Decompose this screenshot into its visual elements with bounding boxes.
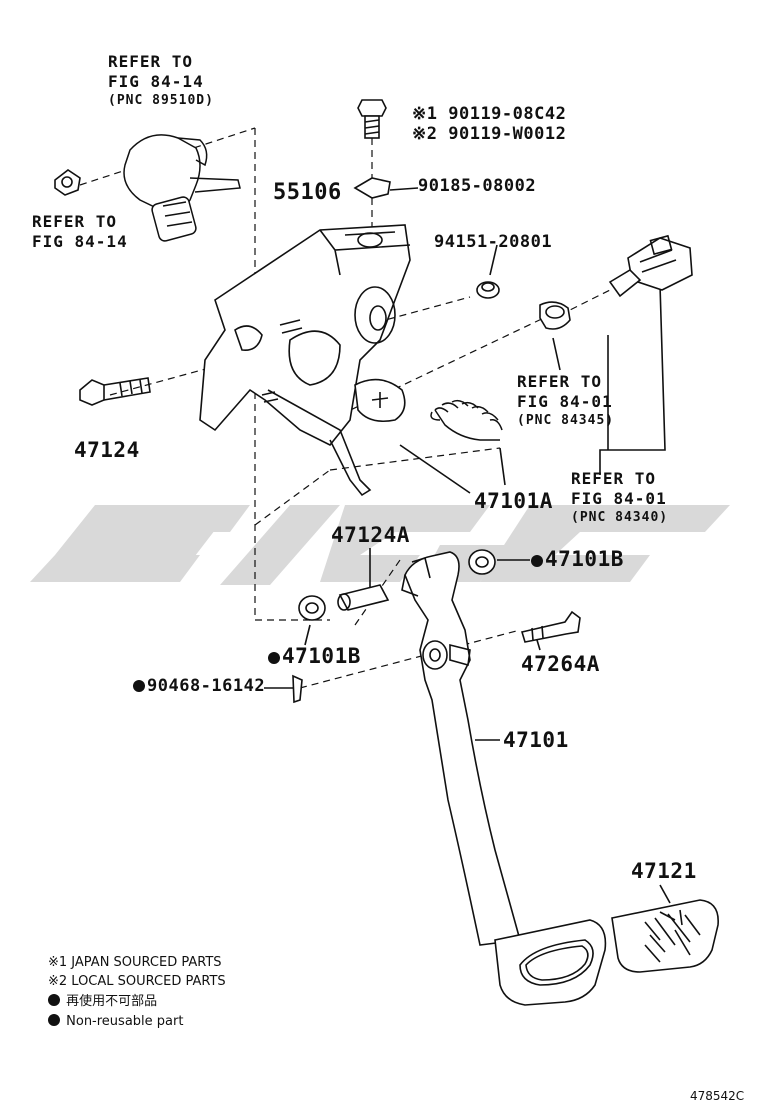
legend-local-sourced: ※2 LOCAL SOURCED PARTS <box>48 974 226 989</box>
legend: ※1 JAPAN SOURCED PARTS ※2 LOCAL SOURCED … <box>48 956 226 1028</box>
part-label-47101[interactable]: 47101 <box>503 728 569 752</box>
mark-2: ※2 <box>412 124 438 144</box>
part-label-47124[interactable]: 47124 <box>74 438 140 462</box>
part-label-47101b-left[interactable]: 47101B <box>268 646 361 667</box>
ref-text-line1: REFER TO <box>517 372 603 391</box>
ref-text-line1: REFER TO <box>32 212 118 231</box>
part-label-55106[interactable]: 55106 <box>273 180 342 205</box>
part-number: 47101B <box>545 547 624 571</box>
part-label-90119-jp[interactable]: ※1 90119-08C42 <box>412 106 566 123</box>
part-label-90468[interactable]: 90468-16142 <box>133 678 265 695</box>
legend-text: Non-reusable part <box>66 1014 184 1029</box>
ref-text-line1: REFER TO <box>571 469 657 488</box>
part-number: 90119-08C42 <box>448 104 567 124</box>
non-reusable-dot <box>268 652 280 664</box>
ref-fig-84-01-label: REFER TO FIG 84-01 (PNC 84345) <box>517 372 615 428</box>
legend-non-reusable-en: Non-reusable part <box>48 1014 226 1028</box>
legend-dot-icon <box>48 1014 60 1026</box>
line-work <box>54 99 719 1006</box>
part-label-90185[interactable]: 90185-08002 <box>418 176 537 196</box>
ref-text-line2: FIG 84-14 <box>108 72 204 91</box>
part-label-47121[interactable]: 47121 <box>631 859 697 883</box>
legend-japan-sourced: ※1 JAPAN SOURCED PARTS <box>48 955 222 970</box>
ref-text-line2: FIG 84-01 <box>571 489 667 508</box>
legend-dot-icon <box>48 994 60 1006</box>
ref-text-line2: FIG 84-01 <box>517 392 613 411</box>
ref-pnc: (PNC 84340) <box>571 510 669 525</box>
ref-fig-84-01-label-2: REFER TO FIG 84-01 (PNC 84340) <box>571 469 669 525</box>
legend-non-reusable-jp: 再使用不可部品 <box>48 994 226 1008</box>
part-number: 90468-16142 <box>147 676 266 696</box>
part-label-47264a[interactable]: 47264A <box>521 652 600 676</box>
part-label-47124a[interactable]: 47124A <box>331 523 410 547</box>
ref-text-line2: FIG 84-14 <box>32 232 128 251</box>
part-number: 90119-W0012 <box>448 124 567 144</box>
mark-1: ※1 <box>412 104 438 124</box>
ref-pnc: (PNC 84345) <box>517 413 615 428</box>
part-number: 47101B <box>282 644 361 668</box>
part-label-94151[interactable]: 94151-20801 <box>434 232 553 252</box>
legend-text: 再使用不可部品 <box>66 994 158 1009</box>
ref-fig-84-14-label-2: REFER TO FIG 84-14 <box>32 214 128 250</box>
illustration-code: 478542C <box>690 1089 745 1103</box>
non-reusable-dot <box>531 555 543 567</box>
ref-pnc: (PNC 89510D) <box>108 93 214 108</box>
part-label-47101a[interactable]: 47101A <box>474 489 553 513</box>
non-reusable-dot <box>133 680 145 692</box>
ref-text-line1: REFER TO <box>108 52 194 71</box>
part-label-47101b-right[interactable]: 47101B <box>531 549 624 570</box>
part-label-90119-local[interactable]: ※2 90119-W0012 <box>412 126 566 143</box>
ref-fig-84-14-label: REFER TO FIG 84-14 (PNC 89510D) <box>108 52 214 108</box>
